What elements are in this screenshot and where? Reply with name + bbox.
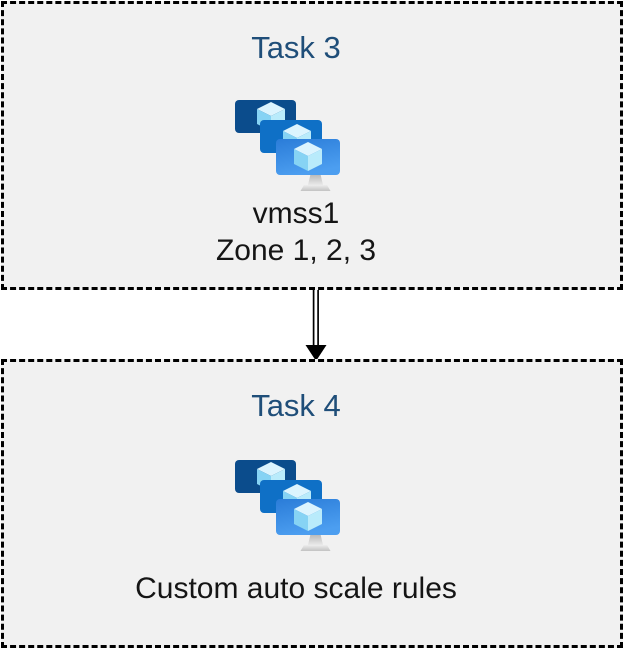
task-3-title: Task 3 [251, 30, 341, 65]
zone-label: Zone 1, 2, 3 [215, 234, 377, 267]
vm-scale-set-icon [235, 460, 340, 552]
task-3-caption: vmss1 Zone 1, 2, 3 [4, 195, 588, 269]
task-4-title: Task 4 [251, 388, 341, 423]
down-arrow-connector [305, 290, 327, 361]
vmss-name-label: vmss1 [252, 197, 340, 230]
task-4-box: Task 4 Custom auto scale rules [1, 359, 623, 648]
task-4-caption: Custom auto scale rules [4, 570, 588, 607]
vm-scale-set-icon [235, 100, 340, 192]
autoscale-rules-label: Custom auto scale rules [135, 572, 457, 605]
task-3-box: Task 3 vmss1 Zone 1, 2, 3 [1, 1, 623, 290]
